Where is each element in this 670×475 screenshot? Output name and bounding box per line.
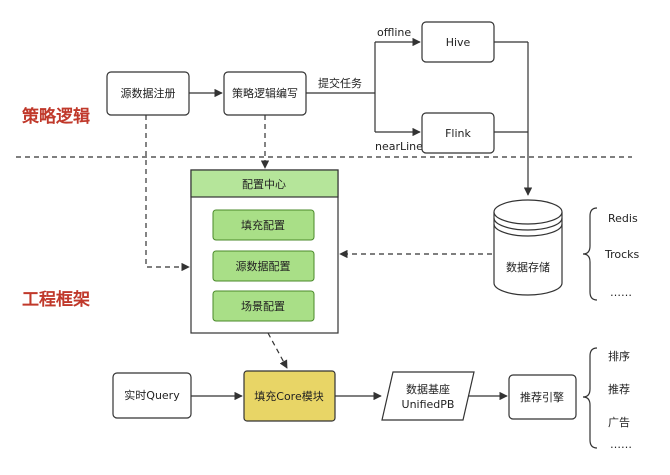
config-center-label: 配置中心 [242, 178, 286, 191]
nearline-label: nearLine [375, 140, 423, 153]
fill-core-label: 填充Core模块 [254, 389, 323, 403]
source-register-label: 源数据注册 [121, 86, 176, 100]
recommend-engine-node[interactable] [508, 374, 577, 420]
data-base-node[interactable] [381, 371, 475, 421]
section-title-strategy: 策略逻辑 [22, 106, 90, 127]
engine-item-ads: 广告 [608, 416, 630, 429]
source-config-node[interactable] [212, 250, 315, 282]
data-base-label-line2: UnifiedPB [402, 398, 455, 411]
scene-config-label: 场景配置 [241, 299, 285, 313]
flink-label: Flink [445, 127, 471, 140]
engine-brace [582, 347, 598, 449]
storage-item-trocks: Trocks [604, 248, 640, 261]
offline-label: offline [377, 26, 411, 39]
config-center-header[interactable] [190, 169, 339, 198]
fill-config-node[interactable] [212, 209, 315, 241]
dashed-arrow-config-to-core [267, 332, 288, 369]
realtime-query-label: 实时Query [124, 388, 180, 402]
engine-item-rank: 排序 [608, 349, 630, 363]
engine-item-recommend: 推荐 [608, 382, 630, 396]
dashed-arrow-register-to-config [145, 115, 190, 272]
section-title-engineering: 工程框架 [22, 289, 90, 310]
source-config-label: 源数据配置 [236, 259, 291, 273]
storage-brace [582, 207, 598, 301]
strategy-write-label: 策略逻辑编写 [232, 86, 298, 100]
engine-item-more: …… [610, 438, 632, 451]
storage-item-more: …… [610, 286, 632, 299]
data-base-label-line1: 数据基座 [406, 382, 450, 396]
storage-item-redis: Redis [608, 212, 638, 225]
data-storage-label: 数据存储 [506, 260, 550, 274]
data-storage-node[interactable] [493, 199, 563, 296]
submit-task-label: 提交任务 [318, 76, 362, 90]
scene-config-node[interactable] [212, 290, 315, 322]
fill-config-label: 填充配置 [241, 218, 285, 232]
flink-node[interactable] [421, 112, 495, 154]
hive-label: Hive [446, 36, 471, 49]
recommend-engine-label: 推荐引擎 [520, 390, 564, 404]
